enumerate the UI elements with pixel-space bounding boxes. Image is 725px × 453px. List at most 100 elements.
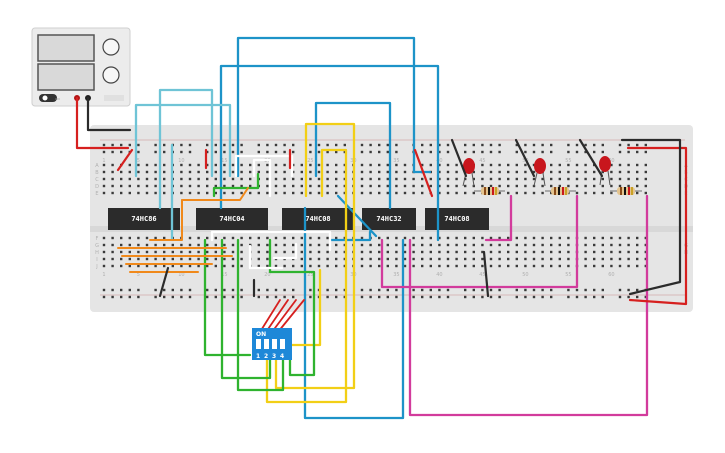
- breadboard-hole[interactable]: [532, 170, 536, 174]
- breadboard-hole[interactable]: [154, 257, 157, 261]
- breadboard-hole[interactable]: [317, 243, 321, 247]
- breadboard-hole[interactable]: [180, 177, 183, 181]
- breadboard-hole[interactable]: [249, 184, 252, 188]
- breadboard-hole[interactable]: [584, 295, 587, 299]
- breadboard-hole[interactable]: [257, 257, 260, 261]
- breadboard-hole[interactable]: [102, 170, 106, 174]
- breadboard-hole[interactable]: [240, 143, 243, 147]
- breadboard-hole[interactable]: [472, 150, 475, 154]
- breadboard-hole[interactable]: [455, 250, 458, 254]
- breadboard-hole[interactable]: [102, 143, 106, 147]
- breadboard-hole[interactable]: [360, 243, 364, 247]
- breadboard-hole[interactable]: [378, 236, 381, 240]
- breadboard-hole[interactable]: [481, 288, 484, 292]
- breadboard-hole[interactable]: [128, 236, 131, 240]
- breadboard-hole[interactable]: [283, 177, 286, 181]
- breadboard-hole[interactable]: [395, 184, 398, 188]
- breadboard-hole[interactable]: [102, 243, 106, 247]
- breadboard-hole[interactable]: [429, 184, 432, 188]
- breadboard-hole[interactable]: [343, 295, 346, 299]
- breadboard-hole[interactable]: [163, 150, 166, 154]
- breadboard-hole[interactable]: [137, 143, 140, 147]
- breadboard-hole[interactable]: [128, 177, 131, 181]
- breadboard-hole[interactable]: [489, 170, 493, 174]
- breadboard-hole[interactable]: [300, 170, 303, 174]
- breadboard-hole[interactable]: [421, 143, 424, 147]
- breadboard-hole[interactable]: [300, 243, 303, 247]
- breadboard-hole[interactable]: [636, 295, 639, 299]
- breadboard-hole[interactable]: [403, 250, 407, 254]
- breadboard-hole[interactable]: [532, 177, 536, 181]
- breadboard-hole[interactable]: [498, 264, 501, 268]
- breadboard-hole[interactable]: [335, 177, 338, 181]
- breadboard-hole[interactable]: [455, 177, 458, 181]
- breadboard-hole[interactable]: [197, 257, 200, 261]
- breadboard-hole[interactable]: [464, 177, 467, 181]
- breadboard-hole[interactable]: [317, 257, 321, 261]
- breadboard-hole[interactable]: [558, 236, 561, 240]
- breadboard-hole[interactable]: [326, 143, 329, 147]
- breadboard-hole[interactable]: [343, 143, 346, 147]
- breadboard-hole[interactable]: [446, 264, 450, 268]
- breadboard-hole[interactable]: [550, 170, 553, 174]
- breadboard-hole[interactable]: [455, 264, 458, 268]
- breadboard-hole[interactable]: [360, 295, 364, 299]
- breadboard-hole[interactable]: [515, 243, 518, 247]
- breadboard-hole[interactable]: [644, 257, 647, 261]
- breadboard-hole[interactable]: [386, 163, 389, 167]
- breadboard-hole[interactable]: [180, 191, 183, 195]
- breadboard-hole[interactable]: [214, 250, 217, 254]
- breadboard-hole[interactable]: [137, 170, 140, 174]
- breadboard-hole[interactable]: [636, 250, 639, 254]
- breadboard-hole[interactable]: [137, 264, 140, 268]
- breadboard-hole[interactable]: [438, 143, 441, 147]
- breadboard-hole[interactable]: [524, 170, 527, 174]
- breadboard-hole[interactable]: [188, 143, 192, 147]
- breadboard-hole[interactable]: [558, 257, 561, 261]
- breadboard-hole[interactable]: [360, 184, 364, 188]
- breadboard-hole[interactable]: [257, 143, 260, 147]
- breadboard-hole[interactable]: [446, 177, 450, 181]
- breadboard-hole[interactable]: [137, 163, 140, 167]
- breadboard-hole[interactable]: [292, 184, 295, 188]
- breadboard-hole[interactable]: [550, 295, 553, 299]
- breadboard-hole[interactable]: [515, 264, 518, 268]
- breadboard-hole[interactable]: [532, 257, 536, 261]
- breadboard-hole[interactable]: [154, 163, 157, 167]
- breadboard-hole[interactable]: [464, 250, 467, 254]
- breadboard-hole[interactable]: [412, 264, 415, 268]
- breadboard-hole[interactable]: [395, 250, 398, 254]
- breadboard-hole[interactable]: [120, 295, 123, 299]
- dip-toggle-2[interactable]: [264, 339, 269, 349]
- breadboard-hole[interactable]: [507, 170, 510, 174]
- breadboard-hole[interactable]: [120, 250, 123, 254]
- breadboard-hole[interactable]: [636, 236, 639, 240]
- breadboard-hole[interactable]: [120, 150, 123, 154]
- breadboard-hole[interactable]: [120, 236, 123, 240]
- breadboard-hole[interactable]: [309, 236, 312, 240]
- breadboard-hole[interactable]: [223, 170, 226, 174]
- breadboard-hole[interactable]: [266, 257, 269, 261]
- breadboard-hole[interactable]: [154, 236, 157, 240]
- breadboard-hole[interactable]: [335, 163, 338, 167]
- breadboard-hole[interactable]: [163, 236, 166, 240]
- breadboard-hole[interactable]: [145, 250, 149, 254]
- breadboard-hole[interactable]: [137, 250, 140, 254]
- breadboard-hole[interactable]: [489, 184, 493, 188]
- breadboard-hole[interactable]: [524, 295, 527, 299]
- breadboard-hole[interactable]: [102, 163, 106, 167]
- breadboard-hole[interactable]: [240, 184, 243, 188]
- breadboard-hole[interactable]: [618, 288, 622, 292]
- wire-white[interactable]: [252, 158, 272, 198]
- breadboard-hole[interactable]: [593, 143, 596, 147]
- wire-red[interactable]: [259, 299, 281, 333]
- breadboard-hole[interactable]: [429, 250, 432, 254]
- breadboard-hole[interactable]: [137, 295, 140, 299]
- wire-white[interactable]: [234, 154, 294, 178]
- breadboard-hole[interactable]: [188, 184, 192, 188]
- breadboard-hole[interactable]: [395, 288, 398, 292]
- breadboard-hole[interactable]: [575, 295, 579, 299]
- breadboard-hole[interactable]: [575, 163, 579, 167]
- wire-orange[interactable]: [181, 187, 249, 201]
- breadboard-hole[interactable]: [188, 177, 192, 181]
